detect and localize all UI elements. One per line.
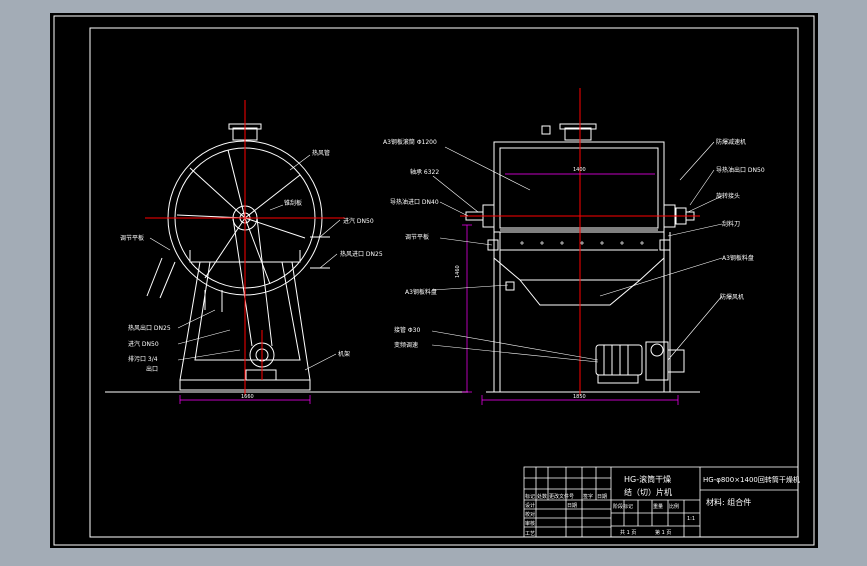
left-label-9: 出口 <box>146 365 158 373</box>
outer-border <box>53 15 815 546</box>
left-label-5: 调节平板 <box>120 234 144 242</box>
left-dimension <box>179 395 311 404</box>
plus-marks <box>520 241 644 245</box>
right-label-10: 旋转接头 <box>716 192 740 200</box>
tb-small-13: 比例 <box>669 503 679 510</box>
left-label-4: 热风进口 DN25 <box>340 250 383 258</box>
inner-border <box>89 27 799 538</box>
tb-small-8: 审核 <box>525 520 535 527</box>
tb-small-4: 签字 <box>583 493 593 500</box>
right-label-2: 轴承 6322 <box>410 168 439 176</box>
right-label-3: 导热油进口 DN40 <box>390 198 439 206</box>
right-center-lines <box>460 88 700 395</box>
belt <box>232 217 253 347</box>
material: 材料: 组合件 <box>706 497 751 507</box>
tb-small-10: 日期 <box>567 503 577 509</box>
left-label-2: 锥刮板 <box>284 199 302 207</box>
left-center-lines <box>145 100 345 395</box>
tb-small-2: 处数 <box>537 493 547 500</box>
left-label-8: 排污口 3/4 <box>128 355 158 363</box>
right-dimensions <box>462 173 679 405</box>
left-dim-width: 1660 <box>241 394 254 400</box>
tb-small-14: 共 1 页 <box>620 529 636 536</box>
right-label-11: 刮料刀 <box>722 220 740 228</box>
feed-chute <box>146 257 163 297</box>
title-block <box>523 466 799 538</box>
right-label-4: 调节平板 <box>405 233 429 241</box>
left-leaders <box>149 154 341 371</box>
right-label-7: 变频调速 <box>394 341 418 349</box>
right-dim-width: 1850 <box>573 394 586 400</box>
right-dim-height: 1460 <box>455 265 461 278</box>
left-label-6: 热风出口 DN25 <box>128 324 171 332</box>
right-drum <box>493 141 665 233</box>
tb-small-6: 设计 <box>525 502 535 509</box>
left-label-3: 进汽 DN50 <box>343 217 374 225</box>
left-label-1: 热风管 <box>312 149 330 157</box>
tb-small-9: 工艺 <box>525 531 535 537</box>
right-top-nozzle <box>564 127 592 141</box>
tb-small-12: 重量 <box>653 503 663 510</box>
tb-small-3: 更改文件号 <box>549 493 574 500</box>
right-leaders <box>431 141 723 363</box>
tb-small-15: 第 1 页 <box>655 529 671 536</box>
right-label-1: A3钢板滚筒 Φ1200 <box>383 138 437 146</box>
right-label-9: 导热油出口 DN50 <box>716 166 765 174</box>
tb-small-1: 标记 <box>525 493 535 500</box>
title-name-line1: HG-滚筒干燥 <box>624 474 671 484</box>
right-label-13: 防爆减速机 <box>716 138 746 146</box>
right-view <box>465 123 700 393</box>
left-label-10: 机架 <box>338 350 350 358</box>
title-name-line2: 结（切）片机 <box>624 487 672 497</box>
right-label-12: A3钢板料盘 <box>722 254 754 262</box>
right-dim-inner: 1400 <box>573 167 586 173</box>
drawing-title: HG-φ800×1400回转筒干燥机 <box>703 475 800 484</box>
left-label-7: 进汽 DN50 <box>128 340 159 348</box>
tb-small-16: 1:1 <box>687 516 695 522</box>
tb-small-5: 日期 <box>597 494 607 500</box>
right-label-8: 防爆风机 <box>720 293 744 301</box>
right-label-5: A3钢板料盘 <box>405 288 437 296</box>
tb-small-11: 阶段标记 <box>613 503 633 510</box>
tb-small-7: 校对 <box>525 511 535 518</box>
motor-base <box>245 369 277 381</box>
drawing-canvas <box>50 13 818 548</box>
right-label-6: 接管 Φ30 <box>394 326 420 334</box>
